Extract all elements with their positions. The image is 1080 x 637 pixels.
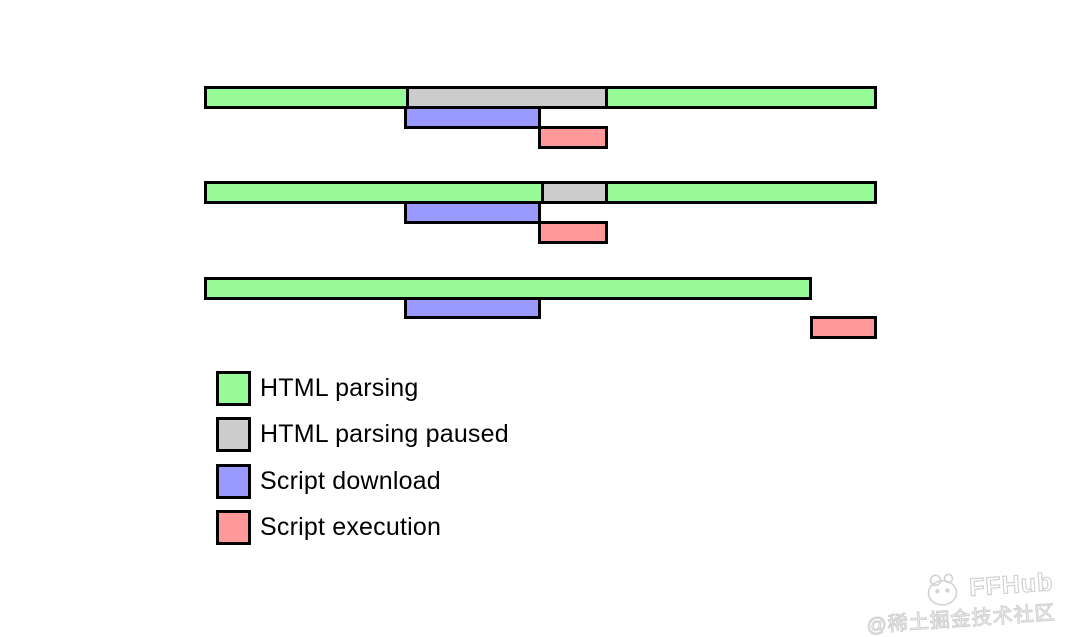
script-download-bar <box>404 201 541 224</box>
legend-label: Script execution <box>260 513 442 541</box>
watermark: FFHub @稀土掘金技术社区 <box>863 564 1056 637</box>
html-parsing-swatch <box>216 371 251 406</box>
legend-label: HTML parsing paused <box>260 420 509 448</box>
legend-label: HTML parsing <box>260 374 419 402</box>
html-parsing-bar <box>605 86 877 109</box>
html-parsing-paused-bar <box>541 181 608 204</box>
script-execution-bar <box>538 221 608 244</box>
watermark-brand-row: FFHub <box>863 564 1055 613</box>
legend-item-script-execution: Script execution <box>216 510 441 545</box>
html-parsing-bar <box>204 86 409 109</box>
legend-item-html-parsing: HTML parsing <box>216 371 418 406</box>
watermark-handle: @稀土掘金技术社区 <box>865 602 1056 637</box>
legend-item-script-download: Script download <box>216 464 441 499</box>
watermark-brand: FFHub <box>967 567 1054 602</box>
script-download-bar <box>404 297 541 319</box>
html-parsing-paused-swatch <box>216 417 251 452</box>
script-download-bar <box>404 106 541 129</box>
script-execution-bar <box>538 126 608 149</box>
html-parsing-bar <box>605 181 877 204</box>
cat-face-logo-icon <box>927 573 958 606</box>
script-execution-bar <box>810 316 877 339</box>
script-download-swatch <box>216 464 251 499</box>
legend-item-html-parsing-paused: HTML parsing paused <box>216 417 509 452</box>
script-execution-swatch <box>216 510 251 545</box>
legend-label: Script download <box>260 467 441 495</box>
